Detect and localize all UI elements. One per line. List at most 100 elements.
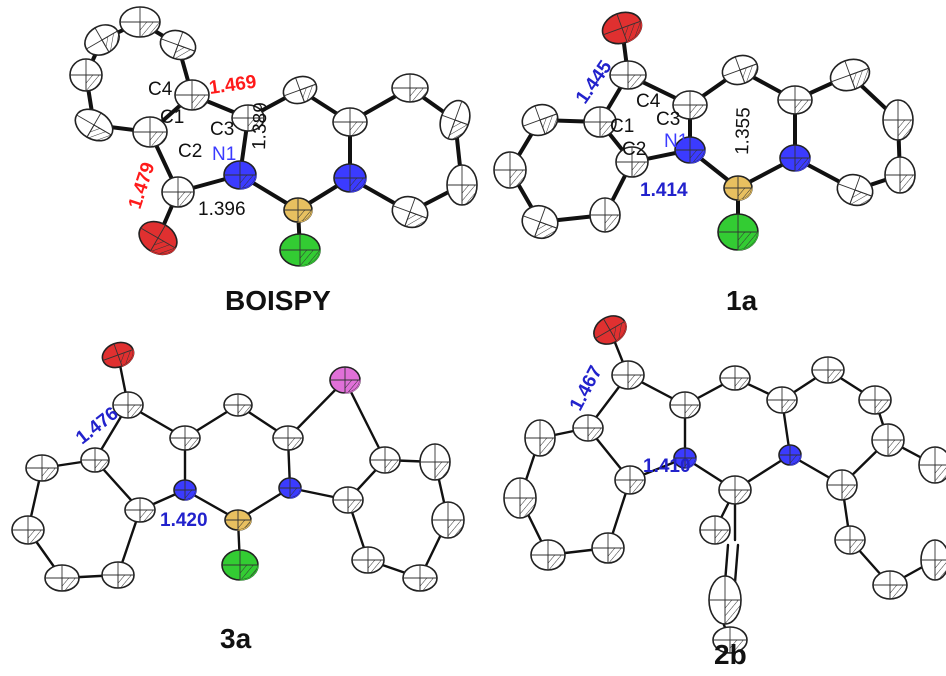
bond-length-blue: 1.414 — [640, 180, 688, 201]
atom-c — [918, 446, 946, 484]
atom-c — [872, 570, 908, 600]
molecule-1a — [493, 11, 916, 251]
labels-boispy: C4 C1 C2 C3 N1 1.469 1.479 1.389 1.396 B… — [125, 72, 331, 316]
atom-c — [402, 564, 438, 592]
atom-c — [884, 156, 916, 194]
atom-c — [614, 465, 646, 495]
atom-c — [721, 54, 759, 86]
labels-3a: 1.476 1.420 3a — [72, 403, 251, 654]
bond-length-blue: 1.467 — [566, 363, 607, 415]
atom-c — [871, 423, 905, 457]
atom-c — [332, 486, 364, 514]
bond-length: 1.389 — [249, 102, 272, 150]
atom-c — [132, 116, 168, 148]
labels-1a: 1.445 C4 C3 C1 N1 C2 1.355 1.414 1a — [572, 57, 758, 316]
atom-c — [431, 501, 465, 539]
atom-c — [74, 108, 114, 142]
atom-o — [601, 11, 643, 45]
atom-c — [69, 58, 103, 92]
atom-f — [221, 549, 259, 581]
atom-label-c4: C4 — [148, 79, 173, 100]
atom-c — [829, 58, 871, 92]
atom-label-n1: N1 — [664, 131, 688, 152]
atom-n — [173, 479, 197, 501]
atom-c — [572, 414, 604, 442]
atom-c — [521, 204, 559, 240]
bond-length-blue: 1.420 — [160, 510, 208, 531]
compound-label-1a: 1a — [726, 285, 758, 316]
atom-c — [11, 515, 45, 545]
atom-c — [858, 385, 892, 415]
atom-c — [719, 365, 751, 391]
atom-n — [223, 160, 257, 190]
bond-length-red: 1.469 — [208, 72, 258, 99]
atom-c — [419, 443, 451, 481]
atom-c — [282, 75, 318, 105]
atom-c — [80, 447, 110, 473]
atom-c — [174, 79, 210, 111]
atom-c — [161, 176, 195, 208]
atom-c — [708, 575, 742, 625]
atom-label-c2: C2 — [622, 139, 646, 160]
atom-n — [673, 447, 697, 469]
atom-n — [278, 477, 302, 499]
atom-c — [439, 99, 471, 141]
atom-c — [834, 525, 866, 555]
atom-label-c3: C3 — [656, 109, 680, 130]
atom-c — [530, 539, 566, 571]
bond-length-red: 1.479 — [125, 160, 160, 212]
atom-c — [332, 107, 368, 137]
atom-label-c4: C4 — [636, 91, 661, 112]
atom-f — [717, 213, 759, 251]
atom-c — [777, 85, 813, 115]
atom-c — [503, 477, 537, 519]
atom-c — [391, 73, 429, 103]
atom-c — [112, 391, 144, 419]
atom-c — [718, 475, 752, 505]
atom-n — [779, 144, 811, 172]
atom-c — [672, 90, 708, 120]
atom-o — [101, 341, 135, 369]
atom-c — [159, 29, 197, 61]
molecule-boispy — [69, 6, 478, 267]
atom-c — [351, 546, 385, 574]
atom-c — [231, 104, 265, 132]
atom-o — [593, 315, 627, 345]
atom-c — [826, 469, 858, 501]
atom-o — [138, 220, 178, 256]
atom-label-c3: C3 — [210, 119, 234, 140]
atom-c — [712, 626, 748, 654]
compound-label-3a: 3a — [220, 623, 252, 654]
atom-label-c2: C2 — [178, 141, 202, 162]
atom-c — [811, 356, 845, 384]
atom-n — [778, 444, 802, 466]
atom-c — [446, 164, 478, 206]
atom-c — [524, 419, 556, 457]
atom-b — [283, 197, 313, 223]
atom-c — [101, 561, 135, 589]
atom-c — [84, 24, 120, 56]
atom-c — [369, 446, 401, 474]
bond-length: 1.355 — [732, 107, 755, 155]
bond-length-blue: 1.445 — [572, 57, 617, 108]
atom-c — [609, 60, 647, 90]
atom-n — [333, 163, 367, 193]
atom-c — [836, 173, 874, 207]
atom-c — [391, 195, 429, 229]
atom-c — [223, 393, 253, 417]
atom-c — [591, 532, 625, 564]
atom-c — [493, 151, 527, 189]
atom-c — [589, 197, 621, 233]
atom-label-c1: C1 — [610, 116, 634, 137]
atom-c — [611, 360, 645, 390]
molecule-3a — [11, 341, 465, 592]
atom-c — [920, 539, 946, 581]
atom-c — [44, 564, 80, 592]
atom-label-c1: C1 — [160, 107, 184, 128]
bond-length-blue: 1.410 — [643, 456, 691, 477]
atom-c — [25, 454, 59, 482]
atom-c — [669, 391, 701, 419]
atom-b — [723, 175, 753, 201]
atom-c — [272, 425, 304, 451]
